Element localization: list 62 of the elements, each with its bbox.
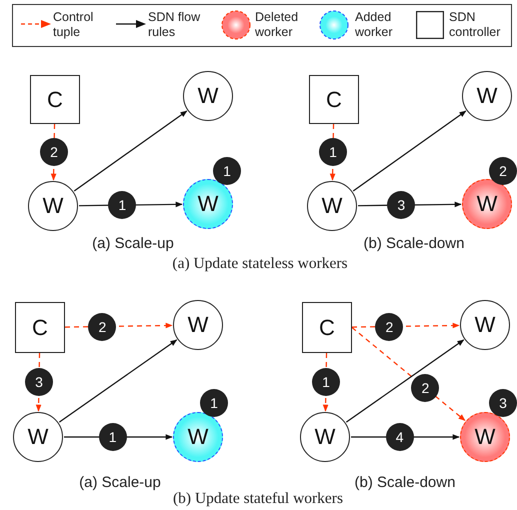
node-label: C <box>319 314 335 340</box>
step-badge: 1 <box>213 157 241 185</box>
node-label: C <box>326 86 342 112</box>
controller-box <box>309 75 359 124</box>
step-badge: 4 <box>386 423 414 451</box>
node-label: W <box>42 193 64 219</box>
arrow <box>74 110 188 192</box>
step-badge: 2 <box>88 312 116 340</box>
worker-circle <box>173 412 223 462</box>
worker-circle <box>307 181 357 231</box>
step-badge: 1 <box>200 389 228 417</box>
worker-circle <box>460 412 510 462</box>
node-label: W <box>314 424 336 450</box>
step-badge: 1 <box>312 368 340 396</box>
node-label: C <box>32 314 48 340</box>
node-label: W <box>28 424 48 450</box>
legend-label: SDN controller <box>449 10 502 40</box>
arrow <box>58 339 178 423</box>
node-label: C <box>47 86 63 112</box>
worker-circle <box>28 181 78 231</box>
subfigure-caption: (a) Scale-up <box>79 474 161 491</box>
worker-circle <box>462 179 512 229</box>
step-badge: 2 <box>40 138 68 166</box>
arrow <box>352 110 466 192</box>
subfigure-caption: (a) Scale-up <box>92 235 174 252</box>
worker-circle <box>460 300 510 350</box>
legend-label: Deleted worker <box>255 10 300 40</box>
worker-circle <box>183 179 233 229</box>
subfigure-caption: (b) Scale-down <box>354 474 456 491</box>
arrow <box>346 339 464 423</box>
step-badge: 2 <box>375 312 404 340</box>
node-label: W <box>322 193 342 219</box>
worker-circle <box>300 412 350 462</box>
node-label: W <box>198 191 218 217</box>
worker-circle <box>173 300 223 350</box>
step-badge: 3 <box>489 389 517 417</box>
node-label: W <box>188 424 208 450</box>
node-label: W <box>474 312 496 338</box>
legend-label: Control tuple <box>53 10 94 40</box>
controller-box <box>30 75 80 124</box>
step-badge: 2 <box>411 374 440 402</box>
worker-circle <box>183 71 233 121</box>
legend-label: SDN flow rules <box>148 10 202 40</box>
figure-caption: (a) Update stateless workers <box>172 255 348 273</box>
worker-circle <box>462 71 512 121</box>
controller-box <box>15 302 65 353</box>
node-label: W <box>188 312 208 338</box>
step-badge: 1 <box>319 138 347 166</box>
step-badge: 3 <box>387 191 416 220</box>
node-label: W <box>474 424 496 450</box>
step-badge: 1 <box>108 191 136 220</box>
step-badge: 1 <box>98 423 127 451</box>
node-label: W <box>198 83 218 109</box>
subfigure-caption: (b) Scale-down <box>364 235 464 252</box>
worker-circle <box>13 412 63 462</box>
node-label: W <box>476 83 498 109</box>
step-badge: 3 <box>25 368 53 396</box>
legend-label: Added worker <box>355 10 394 40</box>
figure-caption: (b) Update stateful workers <box>173 490 343 508</box>
step-badge: 2 <box>489 157 517 185</box>
controller-box <box>302 302 352 353</box>
node-label: W <box>476 191 498 217</box>
